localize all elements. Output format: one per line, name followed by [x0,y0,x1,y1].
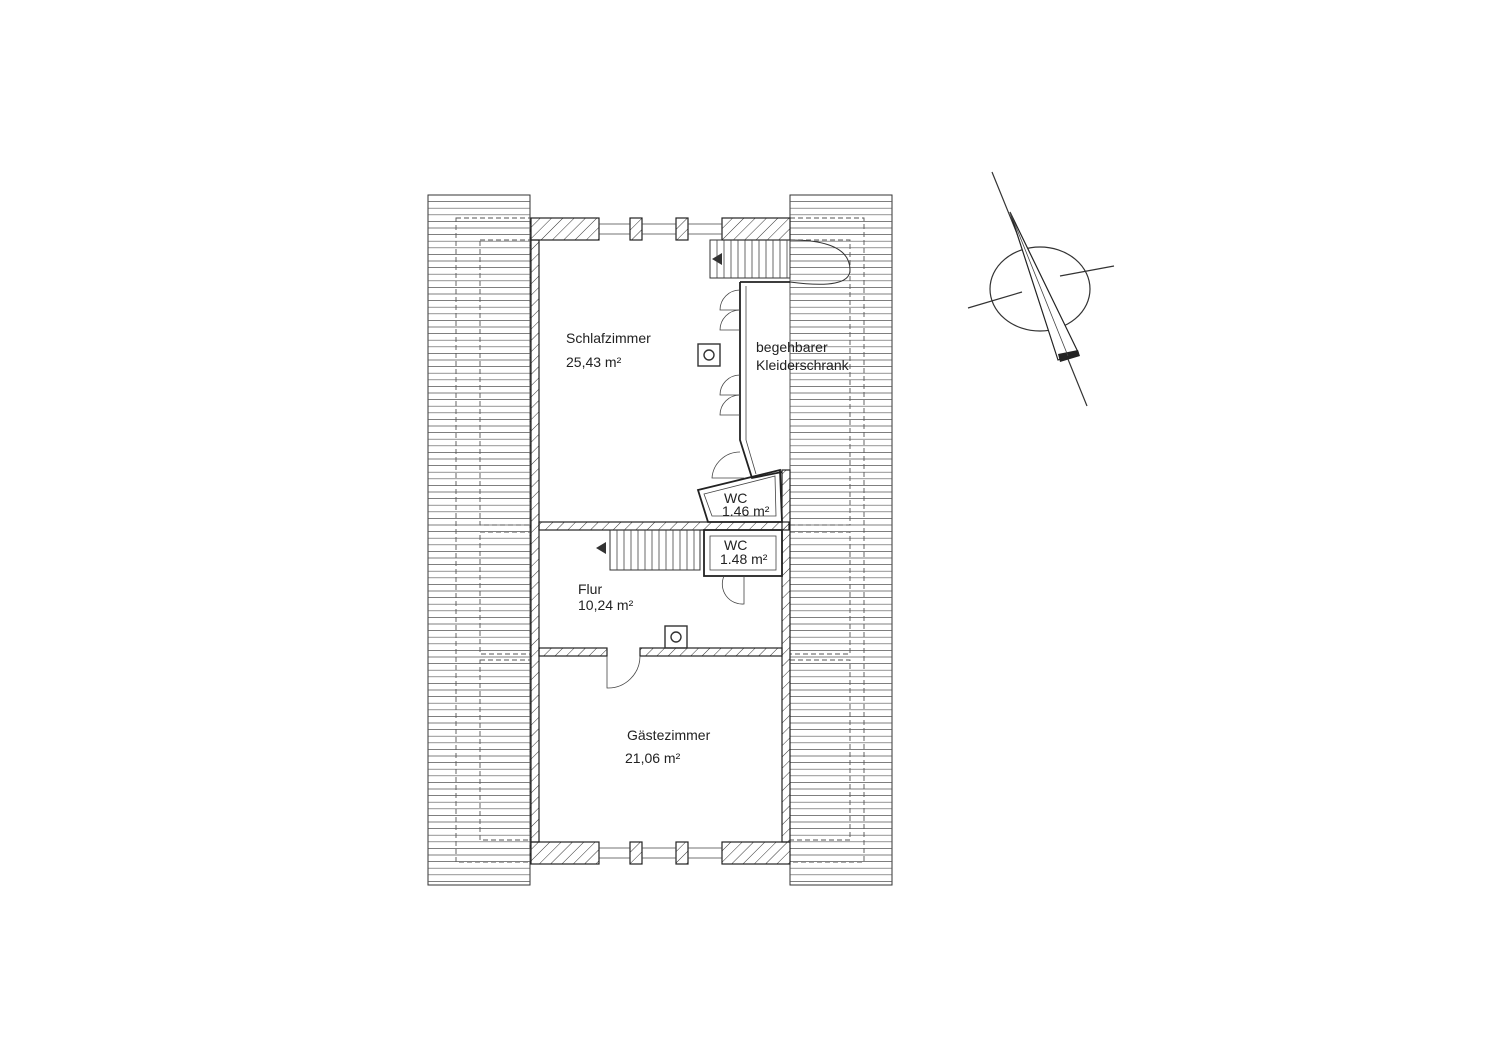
label-flur: Flur [578,581,602,597]
label-wc1: WC [724,490,747,506]
wardrobe-walls [739,281,790,480]
chimney-upper [697,343,721,367]
guest-door [606,655,641,689]
wall-mid-lower-a [538,647,608,657]
area-wc1: 1.46 m² [722,503,770,519]
wall-mid-upper [538,521,790,531]
wc1-walls [696,468,783,523]
wc2-walls [703,529,783,605]
roof-left [427,194,531,886]
area-flur: 10,24 m² [578,597,634,613]
stair-middle [596,529,701,571]
label-kleiderschrank-2: Kleiderschrank [756,357,850,373]
label-kleiderschrank-1: begehbarer [756,339,828,355]
label-schlafzimmer: Schlafzimmer [566,330,651,346]
area-schlafzimmer: 25,43 m² [566,354,622,370]
stair-top [709,239,851,285]
roof-right [789,194,893,886]
wardrobe-doors [711,289,744,479]
wall-bottom [530,841,791,865]
chimney-lower [664,625,688,649]
north-arrow-icon [967,171,1115,407]
wall-mid-lower-b [639,647,783,657]
label-wc2: WC [724,537,747,553]
area-wc2: 1.48 m² [720,551,768,567]
wall-left [530,239,540,843]
area-gaestezimmer: 21,06 m² [625,750,681,766]
label-gaestezimmer: Gästezimmer [627,727,711,743]
